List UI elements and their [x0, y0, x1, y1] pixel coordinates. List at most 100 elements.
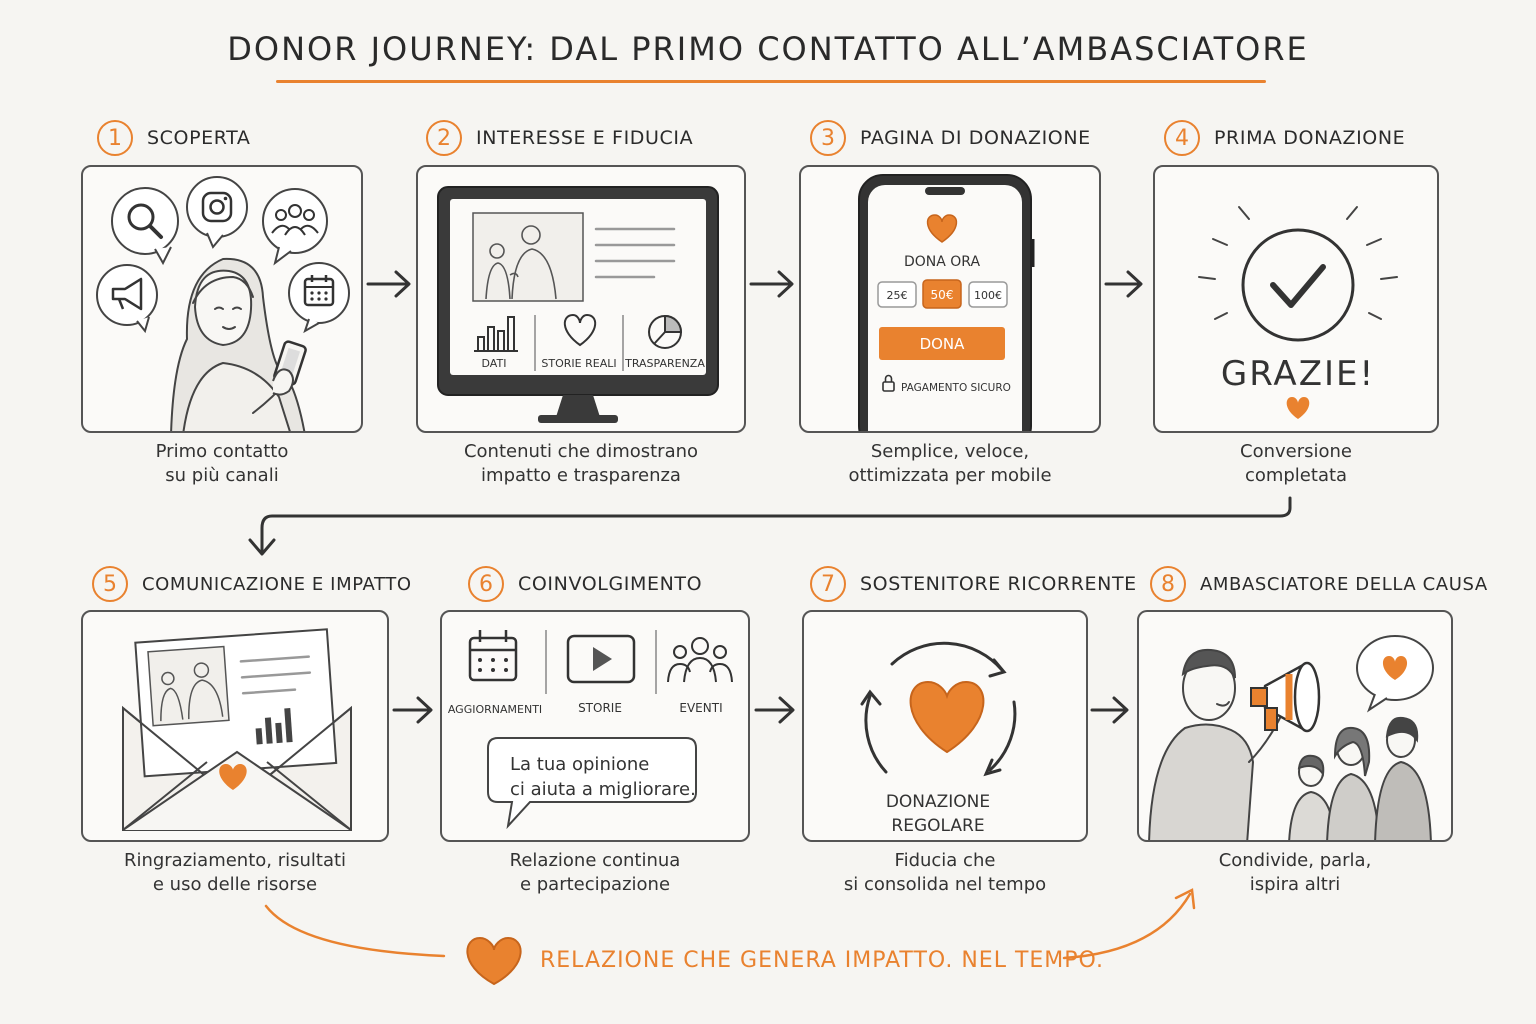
step-6-title: COINVOLGIMENTO [518, 573, 703, 595]
play-icon [566, 634, 636, 684]
step-4-number: 4 [1164, 120, 1200, 156]
svg-text:25€: 25€ [887, 289, 908, 302]
calendar-icon [288, 262, 350, 334]
step-7-caption: Fiducia che si consolida nel tempo [843, 850, 1047, 895]
heart-icon [219, 764, 247, 790]
heart-icon [1286, 397, 1310, 419]
step-1-title: SCOPERTA [147, 127, 251, 149]
arrow-4-5 [248, 496, 1292, 556]
step-7-number: 7 [810, 566, 846, 602]
audience-figures [1288, 716, 1432, 840]
secure-payment-label: PAGAMENTO SICURO [901, 382, 1011, 394]
arrow-6-7 [754, 696, 795, 724]
step-7-card: DONAZIONE REGOLARE [802, 610, 1088, 842]
heart-icon [926, 214, 958, 243]
heart-icon [563, 313, 597, 347]
step-4-caption: Conversione completata [1240, 441, 1352, 486]
step-1-number: 1 [97, 120, 133, 156]
step-8-caption: Condivide, parla, ispira altri [1218, 850, 1372, 895]
step-5-caption: Ringraziamento, risultati e uso delle ri… [123, 850, 347, 895]
step-5-title: COMUNICAZIONE E IMPATTO [142, 573, 412, 595]
arrow-5-6 [392, 696, 433, 724]
arrow-3-4 [1104, 270, 1143, 298]
svg-text:50€: 50€ [931, 288, 954, 302]
svg-text:100€: 100€ [974, 289, 1002, 302]
step-2-card: DATI STORIE REALI TRASPARENZA [416, 165, 746, 433]
step-6-number: 6 [468, 566, 504, 602]
arrow-1-2 [366, 270, 411, 298]
megaphone-icon [96, 264, 158, 334]
step-2-title: INTERESSE E FIDUCIA [476, 127, 694, 149]
cycle-arrows-icon [860, 641, 1017, 777]
step-4-title: PRIMA DONAZIONE [1214, 127, 1406, 149]
feedback-bubble-text: La tua opinione ci aiuta a migliorare. [510, 754, 696, 800]
label-aggiornamenti: AGGIORNAMENTI [448, 703, 542, 716]
arrow-7-8 [1090, 696, 1129, 724]
label-trasparenza: TRASPARENZA [624, 357, 705, 370]
step-5-header: 5 COMUNICAZIONE E IMPATTO [92, 562, 412, 606]
step-3-title: PAGINA DI DONAZIONE [860, 127, 1091, 149]
amount-25-button[interactable]: 25€ [877, 281, 917, 308]
footer-arc-left [264, 904, 446, 958]
woman-figure [170, 257, 306, 431]
step-4-header: 4 PRIMA DONAZIONE [1164, 116, 1405, 160]
step-3-card: DONA ORA 25€ 50€ 100€ DONA PAGAMENTO SIC… [799, 165, 1101, 433]
monitor-icon [437, 186, 719, 423]
bar-chart-icon [255, 708, 293, 745]
amount-100-button[interactable]: 100€ [968, 281, 1008, 308]
step-3-number: 3 [810, 120, 846, 156]
speech-bubble-icon [487, 737, 697, 830]
footer-slogan: RELAZIONE CHE GENERA IMPATTO. NEL TEMPO. [540, 948, 1104, 973]
thanks-label: GRAZIE! [1221, 354, 1375, 394]
title-underline [276, 80, 1266, 83]
amount-50-button[interactable]: 50€ [922, 279, 962, 309]
step-6-caption: Relazione continua e partecipazione [509, 850, 681, 895]
label-eventi: EVENTI [679, 701, 722, 715]
step-3-caption: Semplice, veloce, ottimizzata per mobile [848, 441, 1052, 486]
people-icon [667, 637, 733, 683]
step-8-card [1137, 610, 1453, 842]
heart-icon [909, 680, 985, 754]
bar-chart-icon [474, 316, 518, 352]
regular-donation-label-1: DONAZIONE [886, 792, 990, 812]
heart-icon [466, 936, 522, 986]
donate-now-label: DONA ORA [904, 254, 980, 270]
step-1-card [81, 165, 363, 433]
pie-chart-icon [648, 314, 683, 349]
lock-icon [882, 374, 895, 392]
donate-button[interactable]: DONA [879, 327, 1005, 360]
step-6-card: AGGIORNAMENTI STORIE EVENTI La tua opini… [440, 610, 750, 842]
checkmark-icon [1241, 228, 1355, 342]
search-icon [111, 187, 179, 266]
step-5-card [81, 610, 389, 842]
calendar-icon [468, 630, 518, 682]
shine-rays [1198, 206, 1398, 320]
megaphone-icon [1250, 661, 1321, 733]
step-2-caption: Contenuti che dimostrano impatto e trasp… [463, 441, 699, 486]
step-7-title: SOSTENITORE RICORRENTE [860, 573, 1137, 595]
step-8-title: AMBASCIATORE DELLA CAUSA [1200, 573, 1488, 595]
step-1-header: 1 SCOPERTA [97, 116, 251, 160]
page-title: DONOR JOURNEY: DAL PRIMO CONTATTO ALL’AM… [227, 30, 1309, 68]
envelope-icon [122, 628, 352, 831]
regular-donation-label-2: REGOLARE [891, 816, 984, 836]
people-icon [262, 188, 328, 266]
step-7-header: 7 SOSTENITORE RICORRENTE [810, 562, 1137, 606]
step-8-number: 8 [1150, 566, 1186, 602]
step-1-caption: Primo contatto su più canali [155, 441, 289, 486]
instagram-icon [186, 176, 248, 249]
step-4-card: GRAZIE! [1153, 165, 1439, 433]
step-3-header: 3 PAGINA DI DONAZIONE [810, 116, 1091, 160]
step-5-number: 5 [92, 566, 128, 602]
man-figure [1148, 648, 1282, 840]
label-dati: DATI [482, 357, 507, 370]
arrow-2-3 [749, 270, 794, 298]
label-storie-reali: STORIE REALI [541, 357, 616, 370]
step-6-header: 6 COINVOLGIMENTO [468, 562, 702, 606]
step-2-number: 2 [426, 120, 462, 156]
step-8-header: 8 AMBASCIATORE DELLA CAUSA [1150, 562, 1488, 606]
heart-icon [1382, 656, 1408, 680]
speech-bubble-icon [1356, 635, 1434, 713]
label-storie: STORIE [578, 701, 622, 715]
step-2-header: 2 INTERESSE E FIDUCIA [426, 116, 693, 160]
